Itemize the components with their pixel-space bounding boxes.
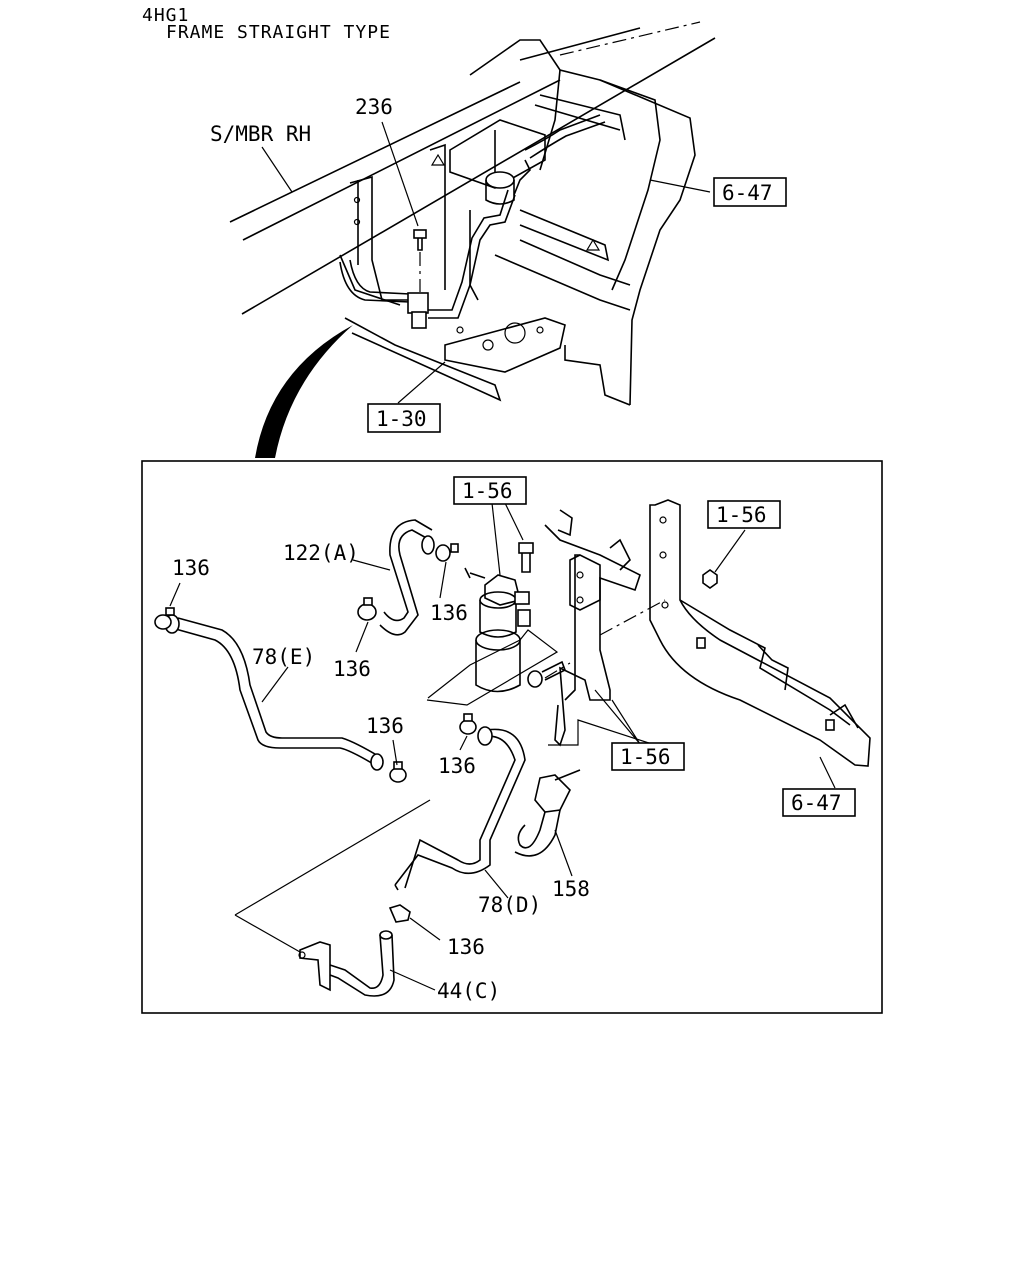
callout-78e: 78(E) bbox=[252, 645, 315, 669]
callout-136-f: 136 bbox=[447, 935, 485, 959]
callout-136-d: 136 bbox=[366, 714, 404, 738]
ref-box-6-47-top bbox=[713, 177, 787, 207]
detail-drawing bbox=[154, 499, 871, 997]
callout-78d: 78(D) bbox=[478, 893, 541, 917]
ref-1-56-right: 1-56 bbox=[716, 503, 767, 527]
detail-frame bbox=[141, 460, 883, 1014]
ref-6-47-detail: 6-47 bbox=[791, 791, 842, 815]
engine-model: 4HG1 bbox=[142, 5, 189, 26]
callout-236: 236 bbox=[355, 95, 393, 119]
ref-box-1-30 bbox=[367, 403, 441, 433]
frame-rail-label: S/MBR RH bbox=[210, 122, 311, 146]
frame-type: FRAME STRAIGHT TYPE bbox=[166, 22, 391, 43]
ref-1-56-top: 1-56 bbox=[462, 479, 513, 503]
callout-158: 158 bbox=[552, 877, 590, 901]
overview-frame-assembly bbox=[229, 21, 716, 458]
ref-box-1-56-top bbox=[453, 476, 527, 505]
ref-box-1-56-right bbox=[707, 500, 781, 529]
ref-box-6-47-detail bbox=[782, 788, 856, 817]
callout-136-c: 136 bbox=[333, 657, 371, 681]
callout-136-b: 136 bbox=[430, 601, 468, 625]
callout-44c: 44(C) bbox=[437, 979, 500, 1003]
ref-1-30: 1-30 bbox=[376, 407, 427, 431]
callout-122a: 122(A) bbox=[283, 541, 359, 565]
ref-1-56-mid: 1-56 bbox=[620, 745, 671, 769]
ref-6-47-top: 6-47 bbox=[722, 181, 773, 205]
detail-pointer-arrow bbox=[255, 325, 353, 458]
callout-136-a: 136 bbox=[172, 556, 210, 580]
callout-136-e: 136 bbox=[438, 754, 476, 778]
ref-box-1-56-mid bbox=[611, 742, 685, 771]
